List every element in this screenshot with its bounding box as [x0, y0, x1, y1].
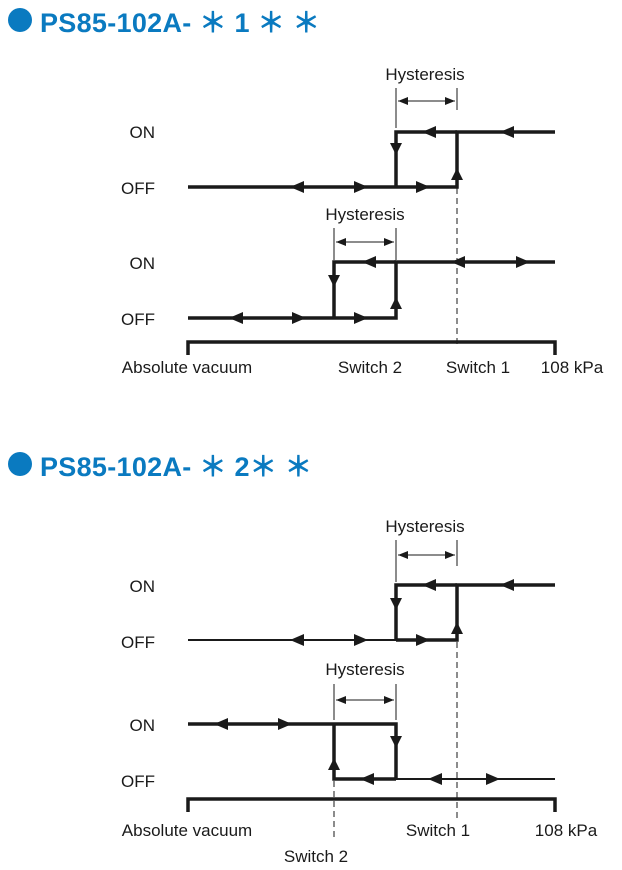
- arrow-right-icon: [354, 181, 368, 193]
- off-label: OFF: [121, 310, 155, 329]
- rising-path: [396, 583, 555, 642]
- hysteresis-label: Hysteresis: [385, 517, 464, 536]
- bullet-icon: [8, 452, 32, 476]
- hysteresis-arrowhead-right: [445, 551, 455, 559]
- arrow-left-icon: [422, 579, 436, 591]
- arrow-right-icon: [354, 634, 368, 646]
- on-label: ON: [130, 254, 156, 273]
- arrow-up-icon: [451, 168, 463, 180]
- falling-path: [332, 260, 396, 318]
- arrow-right-icon: [354, 312, 368, 324]
- section-2-heading: PS85-102A- ＊ 2＊ ＊: [8, 446, 312, 482]
- axis-left-label: Absolute vacuum: [122, 358, 252, 377]
- arrow-left-icon: [214, 718, 228, 730]
- arrow-down-icon: [390, 143, 402, 155]
- arrow-left-icon: [290, 634, 304, 646]
- arrow-up-icon: [390, 297, 402, 309]
- pressure-axis: Absolute vacuum Switch 1 108 kPa Switch …: [122, 797, 598, 866]
- hysteresis-arrowhead-right: [384, 696, 394, 704]
- switch-2-diagram: Hysteresis ON OFF: [121, 660, 555, 791]
- arrow-left-icon: [290, 181, 304, 193]
- section-1-heading: PS85-102A- ＊ 1 ＊ ＊: [8, 2, 320, 38]
- axis-line: [186, 797, 557, 812]
- switch-1-diagram: Hysteresis ON OFF: [121, 65, 555, 198]
- axis-right-label: 108 kPa: [541, 358, 604, 377]
- bullet-icon: [8, 8, 32, 32]
- arrow-down-icon: [328, 275, 340, 287]
- hysteresis-label: Hysteresis: [325, 205, 404, 224]
- hysteresis-arrowhead-left: [398, 97, 408, 105]
- section-1-diagram: Hysteresis ON OFF Hysteresis: [121, 65, 604, 377]
- rising-path: [332, 724, 396, 781]
- arrow-left-icon: [229, 312, 243, 324]
- arrow-left-icon: [500, 579, 514, 591]
- arrow-left-icon: [451, 256, 465, 268]
- hysteresis-label: Hysteresis: [325, 660, 404, 679]
- falling-path: [394, 583, 457, 640]
- arrow-up-icon: [451, 622, 463, 634]
- axis-right-label: 108 kPa: [535, 821, 598, 840]
- arrow-right-icon: [486, 773, 500, 785]
- hysteresis-arrowhead-right: [384, 238, 394, 246]
- off-label: OFF: [121, 633, 155, 652]
- on-label: ON: [130, 577, 156, 596]
- arrow-down-icon: [390, 736, 402, 748]
- arrow-up-icon: [328, 758, 340, 770]
- axis-switch-1-label: Switch 1: [446, 358, 510, 377]
- on-path: [188, 722, 398, 779]
- pressure-axis: Absolute vacuum Switch 2 Switch 1 108 kP…: [122, 340, 604, 377]
- switch-2-diagram: Hysteresis ON OFF: [121, 205, 555, 329]
- axis-switch-2-label: Switch 2: [284, 847, 348, 866]
- arrow-right-icon: [292, 312, 306, 324]
- axis-line: [186, 340, 557, 355]
- falling-path: [394, 130, 457, 187]
- arrow-right-icon: [416, 634, 430, 646]
- hysteresis-label: Hysteresis: [385, 65, 464, 84]
- model-number: PS85-102A- ＊ 2＊ ＊: [40, 451, 313, 482]
- model-number: PS85-102A- ＊ 1 ＊ ＊: [40, 7, 321, 38]
- on-label: ON: [130, 716, 156, 735]
- axis-left-label: Absolute vacuum: [122, 821, 252, 840]
- off-label: OFF: [121, 179, 155, 198]
- arrow-left-icon: [422, 126, 436, 138]
- arrow-left-icon: [500, 126, 514, 138]
- on-label: ON: [130, 123, 156, 142]
- arrow-right-icon: [278, 718, 292, 730]
- hysteresis-arrowhead-left: [336, 696, 346, 704]
- axis-switch-1-label: Switch 1: [406, 821, 470, 840]
- arrow-left-icon: [360, 773, 374, 785]
- hysteresis-arrowhead-right: [445, 97, 455, 105]
- hysteresis-arrowhead-left: [336, 238, 346, 246]
- rising-path: [188, 260, 555, 320]
- arrow-down-icon: [390, 598, 402, 610]
- hysteresis-arrowhead-left: [398, 551, 408, 559]
- off-label: OFF: [121, 772, 155, 791]
- arrow-left-icon: [362, 256, 376, 268]
- arrow-left-icon: [428, 773, 442, 785]
- arrow-right-icon: [516, 256, 530, 268]
- switch-1-diagram: Hysteresis ON OFF: [121, 517, 555, 652]
- axis-switch-2-label: Switch 2: [338, 358, 402, 377]
- arrow-right-icon: [416, 181, 430, 193]
- section-2-diagram: Hysteresis ON OFF Hysteresis: [121, 517, 598, 866]
- rising-path: [188, 130, 555, 189]
